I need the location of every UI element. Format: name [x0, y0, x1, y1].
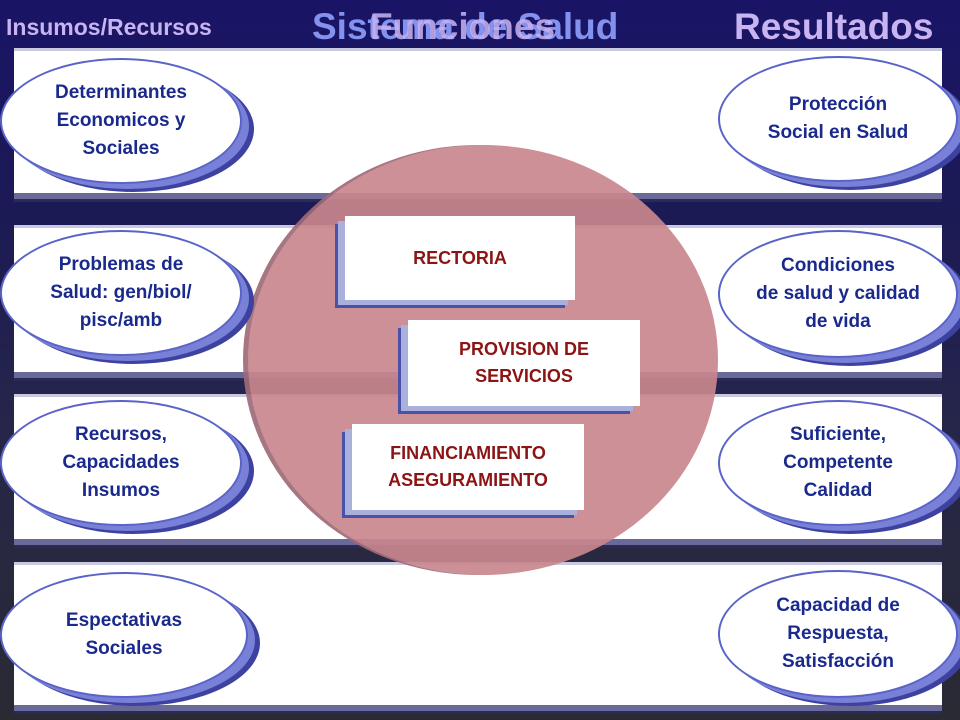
output-oval-3: Suficiente, Competente Calidad [718, 400, 958, 526]
input-oval-2: Problemas de Salud: gen/biol/ pisc/amb [0, 230, 242, 356]
output-oval-1: Protección Social en Salud [718, 56, 958, 182]
input-oval-1: Determinantes Economicos y Sociales [0, 58, 242, 184]
output-oval-2: Condiciones de salud y calidad de vida [718, 230, 958, 358]
function-box-financiamiento: FINANCIAMIENTO ASEGURAMIENTO [352, 424, 584, 510]
inputs-heading: Insumos/Recursos [6, 14, 212, 40]
system-heading: Sistema de Salud [312, 6, 619, 47]
functions-heading: Funciones [370, 6, 556, 47]
function-box-provision: PROVISION DE SERVICIOS [408, 320, 640, 406]
output-oval-4: Capacidad de Respuesta, Satisfacción [718, 570, 958, 698]
function-box-rectoria: RECTORIA [345, 216, 575, 300]
input-oval-4: Espectativas Sociales [0, 572, 248, 698]
input-oval-3: Recursos, Capacidades Insumos [0, 400, 242, 526]
results-heading: Resultados [734, 6, 934, 47]
